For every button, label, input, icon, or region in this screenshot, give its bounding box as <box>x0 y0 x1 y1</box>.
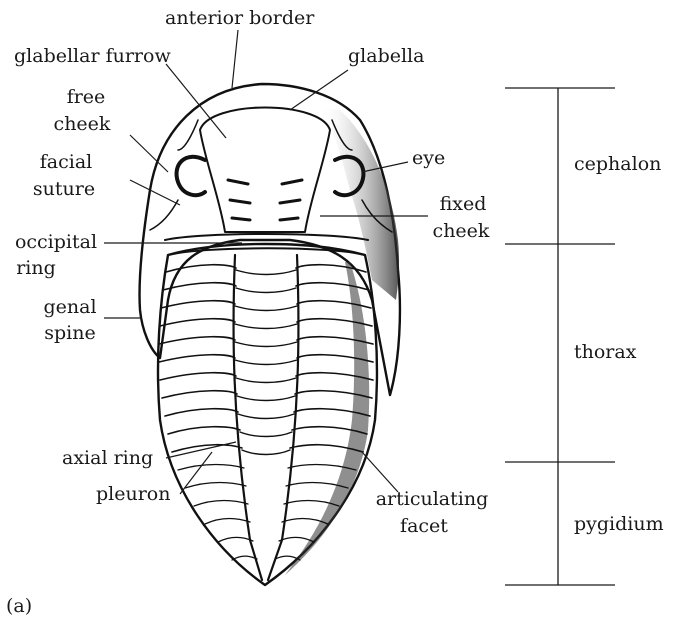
label-axial-ring: axial ring <box>62 447 153 469</box>
label-anterior-border: anterior border <box>165 7 315 29</box>
leader-free-cheek <box>130 135 168 172</box>
glabella-outline <box>200 108 330 233</box>
label-occipital-ring-line1: occipital <box>15 231 97 253</box>
label-fixed-cheek-line2: cheek <box>433 220 490 242</box>
label-free-cheek-line1: free <box>67 86 106 108</box>
trilobite-illustration <box>139 84 399 585</box>
segment-label-cephalon: cephalon <box>574 153 661 175</box>
cephalon-shading <box>320 108 399 300</box>
leader-pleuron <box>180 452 212 494</box>
panel-label: (a) <box>6 595 32 617</box>
label-fixed-cheek-line1: fixed <box>440 193 487 215</box>
label-articulating-facet-line1: articulating <box>376 488 489 510</box>
label-pleuron: pleuron <box>96 483 170 505</box>
label-articulating-facet-line2: facet <box>400 515 448 537</box>
left-facial-suture <box>150 120 198 230</box>
label-facial-suture-line2: suture <box>33 178 95 200</box>
label-genal-spine-line2: spine <box>44 322 95 344</box>
label-genal-spine-line1: genal <box>43 296 96 318</box>
anatomy-labels: anterior border glabellar furrow glabell… <box>14 7 490 537</box>
segment-scale: cephalon thorax pygidium <box>505 88 670 585</box>
left-eye <box>177 157 205 195</box>
glabellar-furrows <box>228 180 302 220</box>
label-glabella: glabella <box>348 45 424 67</box>
body-outline <box>158 244 377 585</box>
leader-anterior-border <box>232 30 238 88</box>
segment-label-thorax: thorax <box>574 341 637 363</box>
label-free-cheek-line2: cheek <box>54 113 111 135</box>
label-occipital-ring-line2: ring <box>16 257 56 279</box>
leader-articulating-facet <box>362 452 398 492</box>
segment-label-pygidium: pygidium <box>574 513 664 535</box>
label-facial-suture-line1: facial <box>40 151 92 173</box>
label-eye: eye <box>412 147 445 169</box>
leader-facial-suture <box>130 180 180 205</box>
label-glabellar-furrow: glabellar furrow <box>14 45 171 67</box>
axial-rings <box>235 270 297 455</box>
leader-glabellar-furrow <box>166 64 226 138</box>
